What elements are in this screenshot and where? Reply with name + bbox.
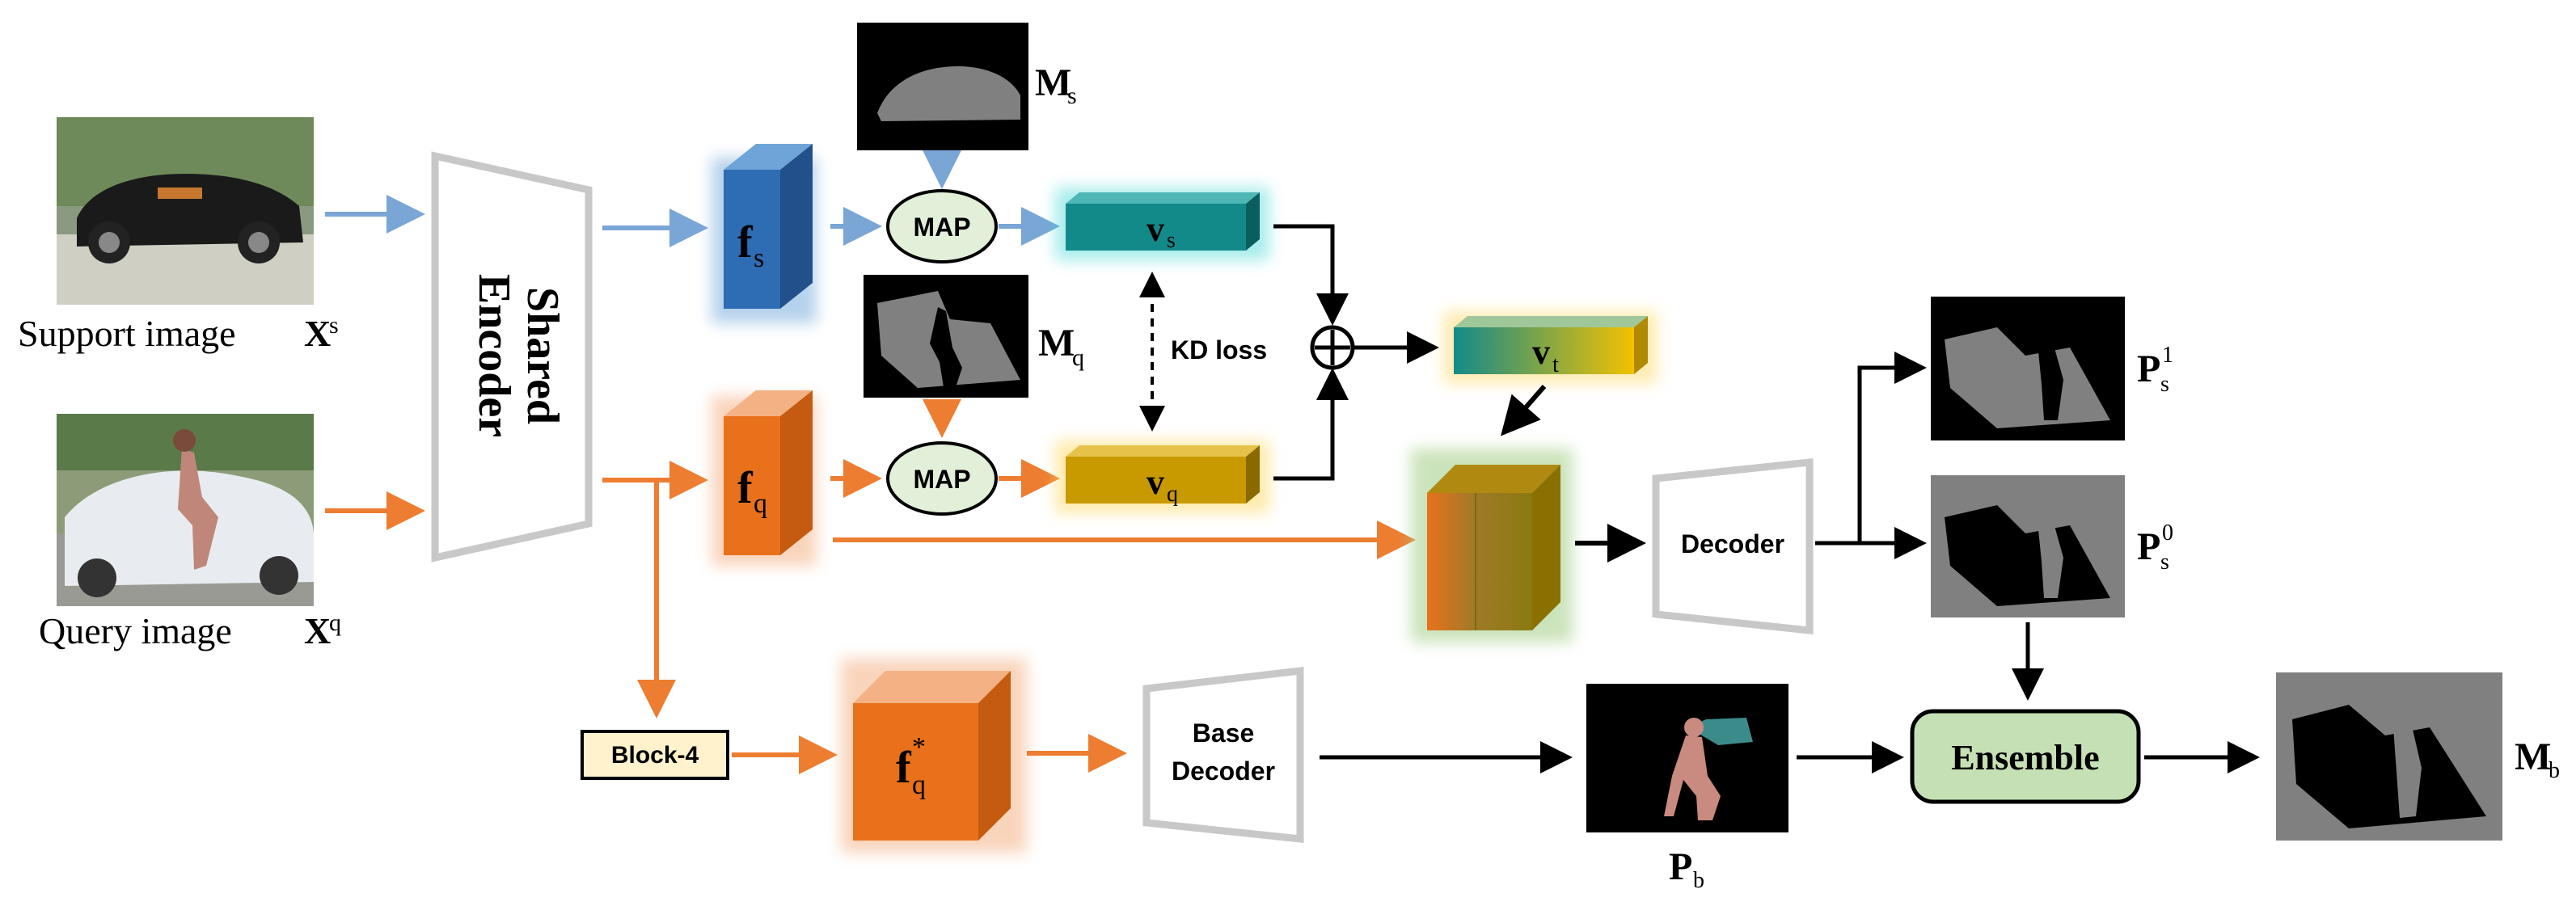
decoder-label: Decoder <box>1681 529 1784 558</box>
mq-label: M <box>1038 322 1075 365</box>
block4-label: Block-4 <box>611 742 699 769</box>
ps1-sup: 1 <box>2162 343 2173 368</box>
fq-sub: q <box>754 489 767 519</box>
query-symbol: X <box>304 610 331 651</box>
map-label-support: MAP <box>913 213 970 242</box>
ms-mask-image <box>857 23 1028 150</box>
query-image <box>57 414 314 606</box>
mb-final-mask-image <box>2276 672 2502 841</box>
arrow-vs-to-plus <box>1273 224 1349 326</box>
vs-prototype-bar <box>1055 188 1269 260</box>
ms-sub: s <box>1067 82 1077 109</box>
pb-sub: b <box>1693 868 1704 893</box>
fq-star-sup: * <box>912 732 926 762</box>
fq-star-label: f <box>896 743 912 793</box>
base-decoder <box>1142 666 1304 843</box>
query-image-label: Query image <box>39 610 232 651</box>
concat-feature-cube <box>1411 449 1573 643</box>
ps0-label: P <box>2137 525 2160 568</box>
mb-label: M <box>2515 735 2551 778</box>
shared-encoder-label-1: Shared <box>517 287 568 424</box>
ps0-sup: 0 <box>2162 520 2173 546</box>
map-node-support <box>886 189 998 263</box>
support-symbol: X <box>304 313 331 354</box>
ps0-prediction-image <box>1931 475 2125 617</box>
base-decoder-label-2: Decoder <box>1172 756 1275 786</box>
base-decoder-label-1: Base <box>1193 718 1255 748</box>
vq-prototype-bar <box>1055 440 1269 513</box>
vq-label: v <box>1147 462 1164 502</box>
map-node-query <box>886 441 998 516</box>
support-image-label: Support image <box>18 313 236 354</box>
ps1-prediction-image <box>1931 297 2125 440</box>
map-label-query: MAP <box>913 465 970 494</box>
kd-loss-label: KD loss <box>1171 335 1267 365</box>
arrow-vt-to-concat <box>1501 385 1547 436</box>
block4-node <box>581 730 729 780</box>
vs-label: v <box>1147 209 1164 249</box>
fq-feature-cube <box>712 390 817 566</box>
ensemble-node <box>1910 709 2141 804</box>
fs-feature-cube <box>712 144 817 323</box>
fs-sub: s <box>754 243 764 273</box>
fq-star-feature-cube <box>841 659 1027 853</box>
vs-sub: s <box>1167 228 1176 253</box>
vt-sub: t <box>1552 352 1559 377</box>
mq-mask-image <box>864 275 1028 398</box>
ms-label: M <box>1035 61 1071 104</box>
support-image <box>57 117 314 305</box>
fq-label: f <box>737 463 754 513</box>
fq-star-sub: q <box>912 770 926 800</box>
vt-label: v <box>1532 332 1550 372</box>
ensemble-label: Ensemble <box>1951 738 2099 777</box>
vt-prototype-bar <box>1443 311 1658 384</box>
query-symbol-sup: q <box>329 609 341 636</box>
vq-sub: q <box>1167 482 1178 507</box>
decoder <box>1652 458 1814 634</box>
arrow-decoder-to-ps1 <box>1815 352 1927 546</box>
pb-label: P <box>1669 845 1692 888</box>
mq-sub: q <box>1072 344 1084 371</box>
ps0-sub: s <box>2160 550 2169 575</box>
ps1-sub: s <box>2160 372 2169 397</box>
arrow-vq-to-plus <box>1273 368 1349 481</box>
mb-sub: b <box>2549 758 2560 783</box>
fs-label: f <box>737 217 754 268</box>
ps1-label: P <box>2137 348 2160 390</box>
shared-encoder <box>431 151 593 563</box>
pb-prediction-image <box>1586 684 1788 832</box>
shared-encoder-label-2: Encoder <box>469 274 519 437</box>
support-symbol-sup: s <box>329 312 339 339</box>
